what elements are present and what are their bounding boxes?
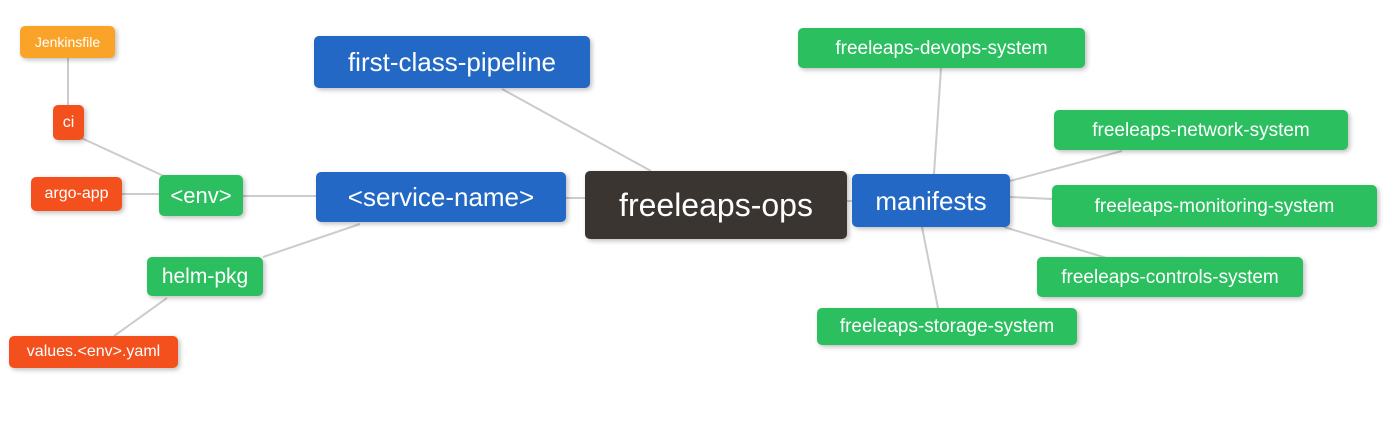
- edge-first-class-pipeline-freeleaps-ops: [501, 88, 652, 172]
- node-first-class-pipeline[interactable]: first-class-pipeline: [314, 36, 590, 88]
- node-label: values.<env>.yaml: [26, 343, 161, 360]
- edge-service-name-helm-pkg: [262, 223, 361, 258]
- node-label: freeleaps-storage-system: [839, 316, 1055, 337]
- edge-helm-pkg-values-env-yaml: [113, 297, 168, 337]
- node-label: helm-pkg: [161, 265, 249, 288]
- edge-manifests-freeleaps-devops-system: [933, 67, 942, 175]
- node-label: freeleaps-controls-system: [1061, 266, 1279, 288]
- node-label: argo-app: [44, 185, 109, 202]
- edge-manifests-freeleaps-storage-system: [921, 226, 939, 309]
- node-freeleaps-monitoring-system[interactable]: freeleaps-monitoring-system: [1052, 185, 1377, 227]
- edge-manifests-freeleaps-controls-system: [1003, 226, 1111, 260]
- node-freeleaps-controls-system[interactable]: freeleaps-controls-system: [1037, 257, 1303, 297]
- edge-manifests-freeleaps-network-system: [1009, 150, 1123, 182]
- node-label: ci: [62, 113, 75, 131]
- node-helm-pkg[interactable]: helm-pkg: [147, 257, 263, 296]
- node-label: Jenkinsfile: [34, 34, 101, 50]
- node-label: freeleaps-devops-system: [835, 37, 1048, 59]
- edge-ci-env: [76, 135, 169, 179]
- node-freeleaps-storage-system[interactable]: freeleaps-storage-system: [817, 308, 1077, 345]
- node-label: manifests: [875, 185, 987, 216]
- node-freeleaps-ops[interactable]: freeleaps-ops: [585, 171, 847, 239]
- node-env[interactable]: <env>: [159, 175, 243, 216]
- node-label: freeleaps-ops: [619, 187, 813, 223]
- node-service-name[interactable]: <service-name>: [316, 172, 566, 222]
- node-jenkinsfile[interactable]: Jenkinsfile: [20, 26, 115, 58]
- node-freeleaps-devops-system[interactable]: freeleaps-devops-system: [798, 28, 1085, 68]
- node-label: freeleaps-network-system: [1092, 119, 1310, 141]
- node-argo-app[interactable]: argo-app: [31, 177, 122, 211]
- edge-manifests-freeleaps-monitoring-system: [1009, 196, 1053, 200]
- node-manifests[interactable]: manifests: [852, 174, 1010, 227]
- node-label: <env>: [170, 182, 232, 208]
- node-values-env-yaml[interactable]: values.<env>.yaml: [9, 336, 178, 368]
- node-ci[interactable]: ci: [53, 105, 84, 140]
- node-label: freeleaps-monitoring-system: [1094, 195, 1335, 217]
- node-label: first-class-pipeline: [347, 47, 557, 77]
- node-label: <service-name>: [347, 182, 535, 212]
- node-freeleaps-network-system[interactable]: freeleaps-network-system: [1054, 110, 1348, 150]
